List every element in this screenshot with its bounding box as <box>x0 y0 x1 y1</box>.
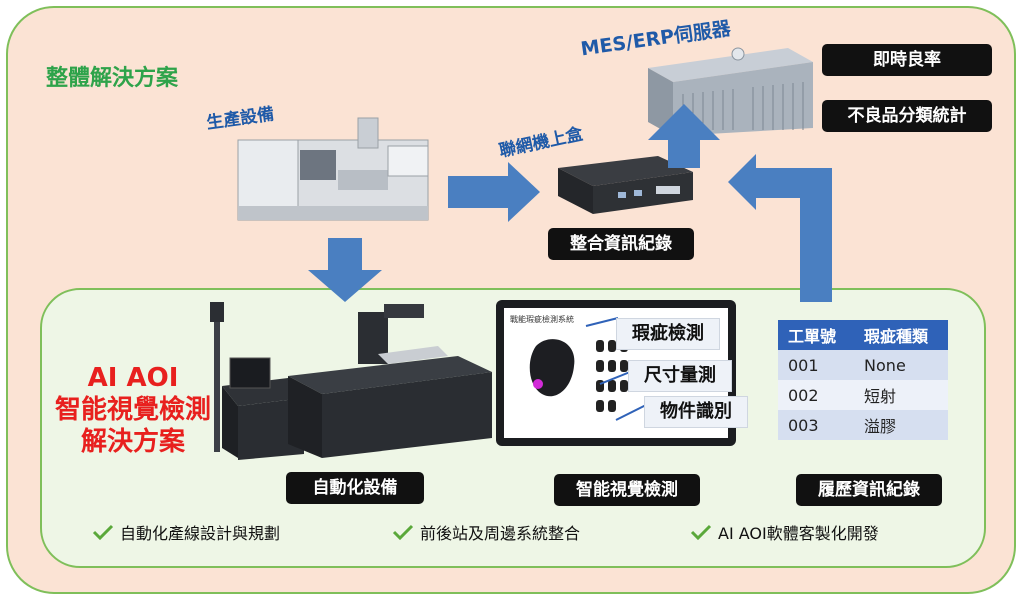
header-work-order: 工單號 <box>778 320 855 350</box>
history-table: 工單號 瑕疵種類 001 None 002 短射 003 溢膠 <box>778 320 948 440</box>
history-record-label: 履歷資訊紀錄 <box>796 474 942 506</box>
table-cell: 002 <box>788 385 819 405</box>
callout-object-recognition: 物件識別 <box>644 396 748 428</box>
checklist-label: 自動化產線設計與規劃 <box>120 524 281 543</box>
callout-defect-detection: 瑕疵檢測 <box>616 318 720 350</box>
table-cell: 003 <box>788 415 819 435</box>
table-row: 001 None <box>778 350 948 380</box>
check-icon <box>392 524 414 540</box>
checklist-item: 前後站及周邊系統整合 <box>392 520 580 544</box>
ai-aoi-line2: 智能視覺檢測 <box>54 395 211 425</box>
checklist-item: 自動化產線設計與規劃 <box>92 520 280 544</box>
check-icon <box>690 524 712 540</box>
table-cell: 溢膠 <box>864 417 897 436</box>
ai-aoi-title: AI AOI 智能視覺檢測 解決方案 <box>48 362 218 458</box>
injection-machine-illustration <box>237 117 429 221</box>
arrow-up-icon <box>648 104 720 168</box>
outer-title: 整體解決方案 <box>46 66 179 91</box>
table-row: 003 溢膠 <box>778 410 948 440</box>
table-cell: None <box>864 355 906 375</box>
checklist-label: AI AOI軟體客製化開發 <box>718 524 879 543</box>
arrow-right-icon <box>448 162 540 222</box>
monitor-app-title: 戰能瑕疵檢測系統 <box>510 315 574 324</box>
iot-box-illustration <box>558 156 693 214</box>
check-icon <box>92 524 114 540</box>
callout-dimension-measure: 尺寸量測 <box>628 360 732 392</box>
integrate-record-label: 整合資訊紀錄 <box>548 228 694 260</box>
badge-realtime-yield: 即時良率 <box>822 44 992 76</box>
checklist-item: AI AOI軟體客製化開發 <box>690 520 879 544</box>
history-table-header: 工單號 瑕疵種類 <box>778 320 948 350</box>
arrow-down-icon <box>308 238 382 302</box>
badge-defect-stats: 不良品分類統計 <box>822 100 992 132</box>
ai-aoi-line3: 解決方案 <box>80 427 185 457</box>
table-cell: 001 <box>788 355 819 375</box>
ai-aoi-line1: AI AOI <box>87 363 179 393</box>
checklist-label: 前後站及周邊系統整合 <box>420 524 581 543</box>
vision-inspection-label: 智能視覺檢測 <box>554 474 700 506</box>
server-illustration <box>648 47 813 136</box>
automation-equipment-label: 自動化設備 <box>286 472 424 504</box>
automation-equipment-illustration <box>210 302 492 460</box>
arrow-elbow-icon <box>728 154 832 302</box>
header-defect-type: 瑕疵種類 <box>854 320 948 350</box>
shoe-part-image <box>529 339 575 397</box>
history-table-wrapper: 工單號 瑕疵種類 001 None 002 短射 003 溢膠 <box>778 320 948 440</box>
table-row: 002 短射 <box>778 380 948 410</box>
table-cell: 短射 <box>864 387 897 406</box>
